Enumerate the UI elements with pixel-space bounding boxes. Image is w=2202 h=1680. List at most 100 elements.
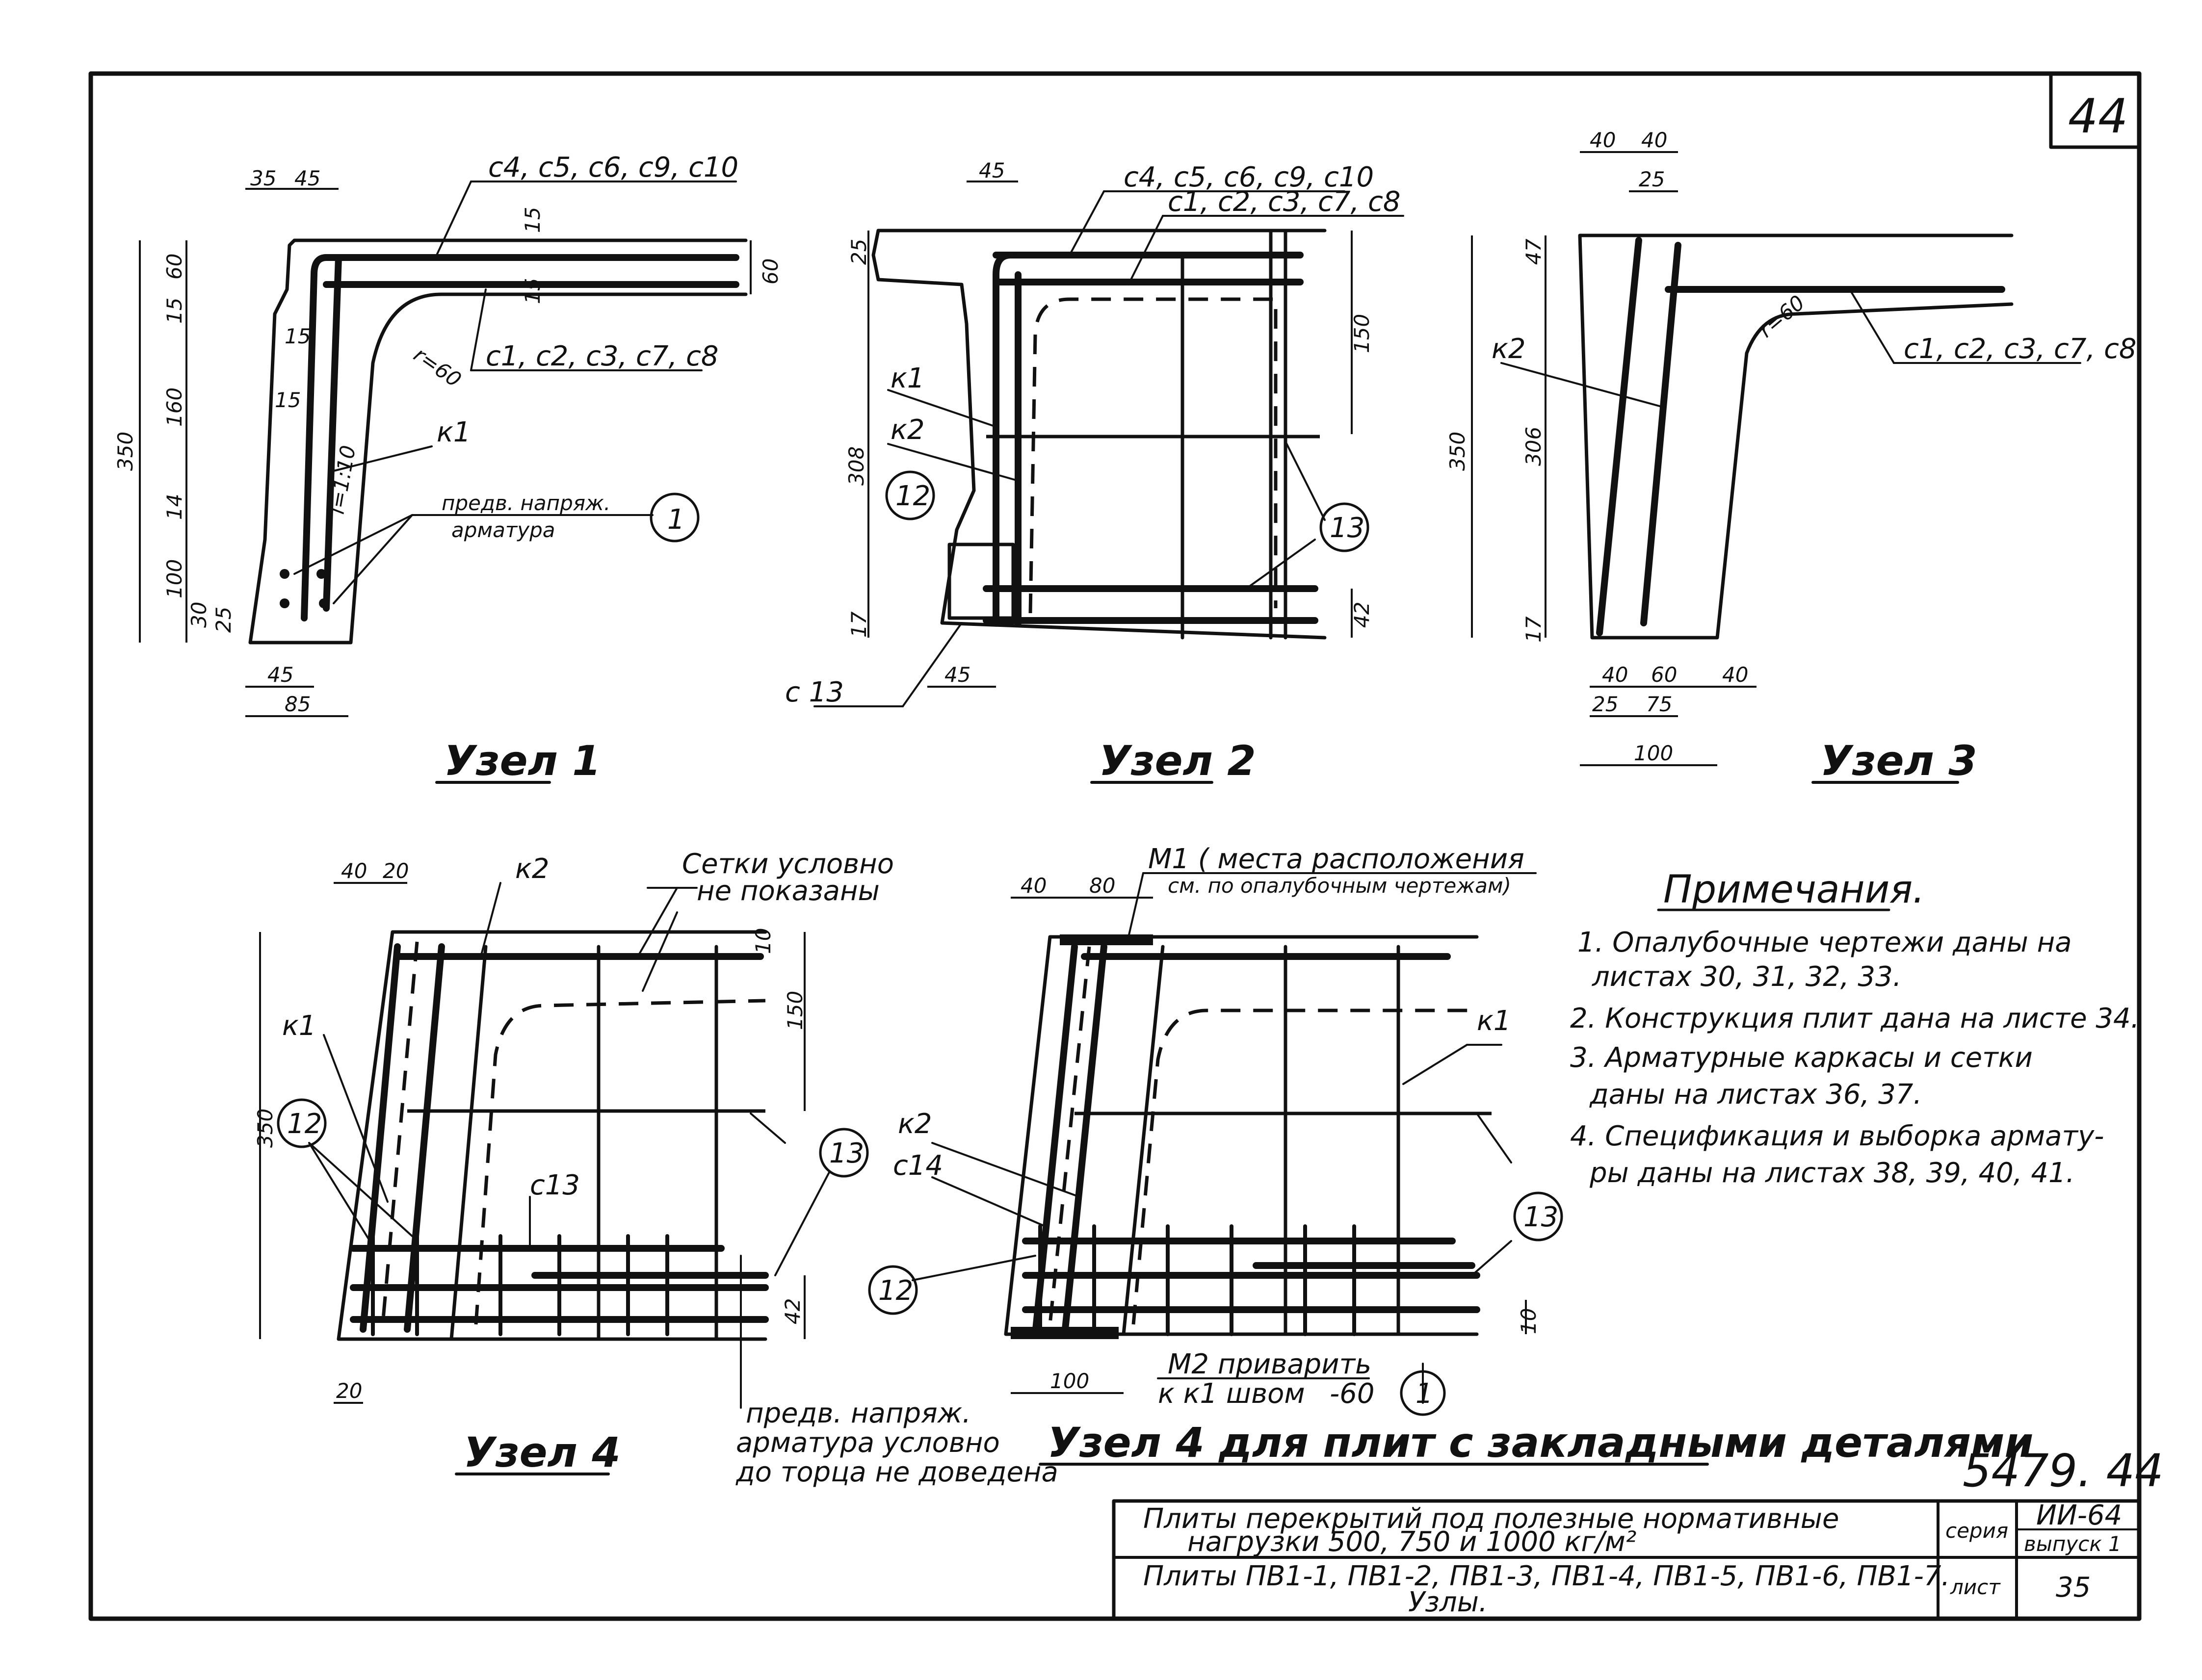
node2-leader xyxy=(887,389,997,428)
node3-frame-label: к2 xyxy=(1492,333,1525,365)
node2-frame-k2-label: к2 xyxy=(891,414,924,446)
node2-dim-left-17: 17 xyxy=(847,611,871,638)
stamp-title-2: нагрузки 500, 750 и 1000 кг/м² xyxy=(1187,1526,1636,1558)
node4e-haunch-dashed xyxy=(1131,1008,1472,1325)
notes-block: Примечания. 1. Опалубочные чертежи даны … xyxy=(1570,868,2139,1189)
node4-dim-right-42: 42 xyxy=(781,1298,805,1324)
node4-callout-13: 13 xyxy=(829,1137,864,1169)
node4-frame-k1 xyxy=(360,943,401,1333)
node1-dim-right: 60 xyxy=(759,258,783,284)
note-line: ры даны на листах 38, 39, 40, 41. xyxy=(1589,1157,2074,1189)
node4-leader xyxy=(750,1112,786,1144)
sheet-number: 44 xyxy=(2068,89,2128,144)
node-4: 12 13 к2 к1 с13 Сетки условно не показан… xyxy=(253,848,1058,1488)
node1-dim-left-350: 350 xyxy=(113,432,137,471)
node4-bar-label: с13 xyxy=(530,1169,580,1201)
node4-leader xyxy=(642,911,678,992)
node1-dim-inner-2: 15 xyxy=(521,278,545,304)
node2-leader xyxy=(902,622,963,707)
node3-dim-top-25: 25 xyxy=(1639,167,1665,191)
node1-leader xyxy=(333,514,413,604)
node2-leader xyxy=(1284,440,1326,521)
node4e-callout-1: 1 xyxy=(1416,1378,1433,1410)
node3-dim-left-350: 350 xyxy=(1445,432,1469,471)
note-line: 3. Арматурные каркасы и сетки xyxy=(1570,1042,2033,1074)
node3-dim-bottom-60: 60 xyxy=(1651,663,1677,687)
node4-haunch-dashed xyxy=(474,999,766,1325)
node1-leader xyxy=(333,445,433,472)
node1-dim-left-15b: 15 xyxy=(285,324,311,348)
node-4-embedded: 12 13 1 М1 ( места расположения см. по о… xyxy=(868,843,2033,1467)
node2-leader xyxy=(887,443,1019,482)
node2-leader xyxy=(1245,539,1316,590)
node4-callout-12-circle xyxy=(277,1098,327,1148)
node3-bar-label: с1, с2, с3, с7, с8 xyxy=(1904,333,2137,365)
node1-dim-left-60: 60 xyxy=(162,254,186,280)
node4-frame-k2 xyxy=(404,943,445,1333)
notes-heading: Примечания. xyxy=(1663,868,1925,912)
node4e-callout-13-circle xyxy=(1513,1191,1563,1241)
node4e-embedded-plate-top xyxy=(1060,934,1153,945)
node3-dim-bottom-75: 75 xyxy=(1646,692,1672,716)
stamp-title-1: Плиты перекрытий под полезные нормативны… xyxy=(1143,1503,1839,1535)
node3-dim-top-40a: 40 xyxy=(1590,128,1616,152)
node1-title: Узел 1 xyxy=(444,737,601,785)
node4e-dim-right-10: 10 xyxy=(1517,1308,1541,1334)
node1-dim-left-15c: 15 xyxy=(275,388,301,412)
node1-frame-label: к1 xyxy=(437,416,471,448)
node4-title: Узел 4 xyxy=(464,1428,621,1476)
node3-concrete-outline xyxy=(1578,233,2014,640)
node4e-leader xyxy=(1476,1112,1512,1163)
node4-leader xyxy=(480,882,501,957)
title-block-frame xyxy=(1112,1499,2141,1621)
node1-callout-circle xyxy=(650,492,700,543)
node1-dim-left-15: 15 xyxy=(162,298,186,324)
node2-haunch-dashed xyxy=(1028,297,1278,614)
node4e-frame-k2-label: к2 xyxy=(898,1108,932,1140)
node4e-m1-label-2: см. по опалубочным чертежам) xyxy=(1168,874,1511,898)
node4e-dim-top-80: 80 xyxy=(1089,874,1115,898)
node4e-callout-12: 12 xyxy=(878,1275,913,1307)
node4-mesh-note-1: Сетки условно xyxy=(682,848,894,880)
node1-frame-k1b xyxy=(323,254,342,612)
node3-leader xyxy=(1500,362,1664,408)
document-number: 5479. 44 xyxy=(1963,1445,2164,1497)
node4e-callout-12-circle xyxy=(868,1265,918,1315)
node4-concrete-outline xyxy=(337,930,767,1341)
node1-leader xyxy=(293,514,413,575)
node4-prestress-1: предв. напряж. xyxy=(746,1397,971,1429)
node3-dim-left-47: 47 xyxy=(1521,238,1546,265)
node-3: с1, с2, с3, с7, с8 к2 r=60 40 40 25 350 … xyxy=(1445,128,2137,785)
stamp-issue: выпуск 1 xyxy=(2024,1532,2122,1556)
node1-dim-bottom-45: 45 xyxy=(267,663,293,687)
node4e-callout-1-circle xyxy=(1400,1370,1446,1416)
node2-callout-13: 13 xyxy=(1330,512,1364,544)
node4e-leader xyxy=(912,1255,1036,1281)
node4e-dim-top-40: 40 xyxy=(1021,874,1047,898)
node4-mesh-note-2: не показаны xyxy=(697,875,880,907)
node2-dim-bottom-45: 45 xyxy=(944,663,970,687)
node4e-frame-k2 xyxy=(1061,943,1107,1338)
note-line: даны на листах 36, 37. xyxy=(1589,1079,1922,1111)
node4e-leader xyxy=(931,1142,1080,1198)
title-block: Плиты перекрытий под полезные нормативны… xyxy=(1112,1499,2141,1621)
stamp-series-label: серия xyxy=(1945,1519,2008,1543)
node4-mesh-v xyxy=(449,945,488,1341)
node-1: 1 с4, с5, с6, с9, с10 с1, с2, с3, с7, с8… xyxy=(113,152,783,785)
node3-leader xyxy=(1849,288,1895,364)
node1-frame-k1 xyxy=(301,254,330,621)
node4e-bar-label: с14 xyxy=(893,1150,943,1182)
node4e-weld-note-1: М2 приварить xyxy=(1168,1348,1371,1380)
node4e-weld-note-2: к к1 швом xyxy=(1158,1378,1305,1410)
node4-callout-12: 12 xyxy=(287,1108,322,1140)
stamp-name-1: Плиты ПВ1-1, ПВ1-2, ПВ1-3, ПВ1-4, ПВ1-5,… xyxy=(1143,1560,1950,1592)
note-line: листах 30, 31, 32, 33. xyxy=(1592,961,1902,993)
node2-dim-left-25: 25 xyxy=(847,239,871,265)
node4-dim-bottom-20: 20 xyxy=(336,1379,362,1403)
node4-dim-left-350: 350 xyxy=(253,1109,277,1148)
node2-callout-12-circle xyxy=(885,470,935,520)
node4e-title: Узел 4 для плит с закладными деталями xyxy=(1048,1419,2033,1467)
node2-bar-bottom-label: с1, с2, с3, с7, с8 xyxy=(1168,186,1401,218)
node3-dim-left-17: 17 xyxy=(1521,616,1546,643)
stamp-sheet-value: 35 xyxy=(2056,1572,2091,1603)
